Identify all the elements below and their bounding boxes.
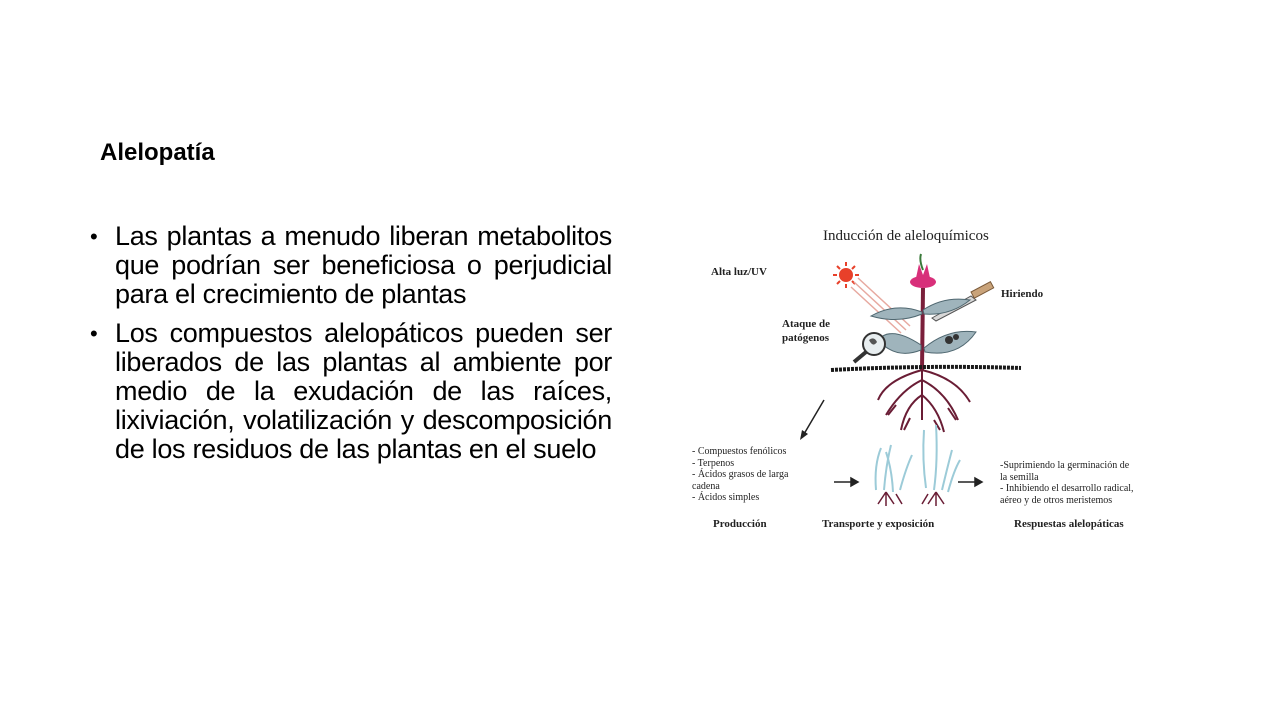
responses-list: -Suprimiendo la germinación de la semill… <box>1000 460 1134 506</box>
caption-production: Producción <box>713 518 767 530</box>
bullet-dot-icon: • <box>90 224 98 249</box>
flower-icon <box>910 253 936 288</box>
response-item: - Inhibiendo el desarrollo radical, <box>1000 483 1134 494</box>
light-rays <box>850 277 911 334</box>
sun-icon <box>833 262 859 288</box>
soil-line <box>830 364 1022 372</box>
roots <box>877 369 971 433</box>
diagram-drawing <box>800 253 1022 506</box>
compounds-list: - Compuestos fenólicos - Terpenos - Ácid… <box>692 446 788 504</box>
label-pathogen-line1: Ataque de <box>782 318 830 330</box>
compound-item: - Compuestos fenólicos <box>692 446 787 457</box>
magnifier-icon <box>852 332 886 364</box>
response-item: aéreo y de otros meristemos <box>1000 494 1113 506</box>
label-pathogen-line2: patógenos <box>782 332 830 344</box>
compound-item: cadena <box>692 480 720 492</box>
bullet-item: • Las plantas a menudo liberan metabolit… <box>90 222 612 309</box>
bullet-text: Las plantas a menudo liberan metabolitos… <box>115 221 612 309</box>
label-high-light: Alta luz/UV <box>711 266 767 278</box>
arrow-icon <box>800 399 825 440</box>
caption-responses: Respuestas alelopáticas <box>1014 518 1124 530</box>
pest-icon <box>945 334 959 344</box>
response-item: -Suprimiendo la germinación de <box>1000 460 1130 471</box>
response-item: la semilla <box>1000 471 1039 483</box>
seedlings-icon <box>874 424 961 506</box>
diagram-title: Inducción de aleloquímicos <box>823 228 989 244</box>
leaf-shapes <box>869 298 977 354</box>
bullet-dot-icon: • <box>90 321 98 346</box>
allelochemical-diagram: Inducción de aleloquímicos Alta luz/UV H… <box>686 220 1156 540</box>
caption-transport: Transporte y exposición <box>822 518 935 530</box>
bullet-item: • Los compuestos alelopáticos pueden ser… <box>90 319 612 464</box>
bullet-text: Los compuestos alelopáticos pueden ser l… <box>115 318 612 464</box>
transport-arrows <box>834 476 984 488</box>
bullet-list: • Las plantas a menudo liberan metabolit… <box>90 222 612 474</box>
compound-item: - Ácidos simples <box>692 492 760 503</box>
label-wounding: Hiriendo <box>1001 288 1044 300</box>
compound-item: - Ácidos grasos de larga <box>692 469 789 480</box>
compound-item: - Terpenos <box>692 457 735 469</box>
stem <box>920 287 925 371</box>
slide-title: Alelopatía <box>100 139 215 166</box>
